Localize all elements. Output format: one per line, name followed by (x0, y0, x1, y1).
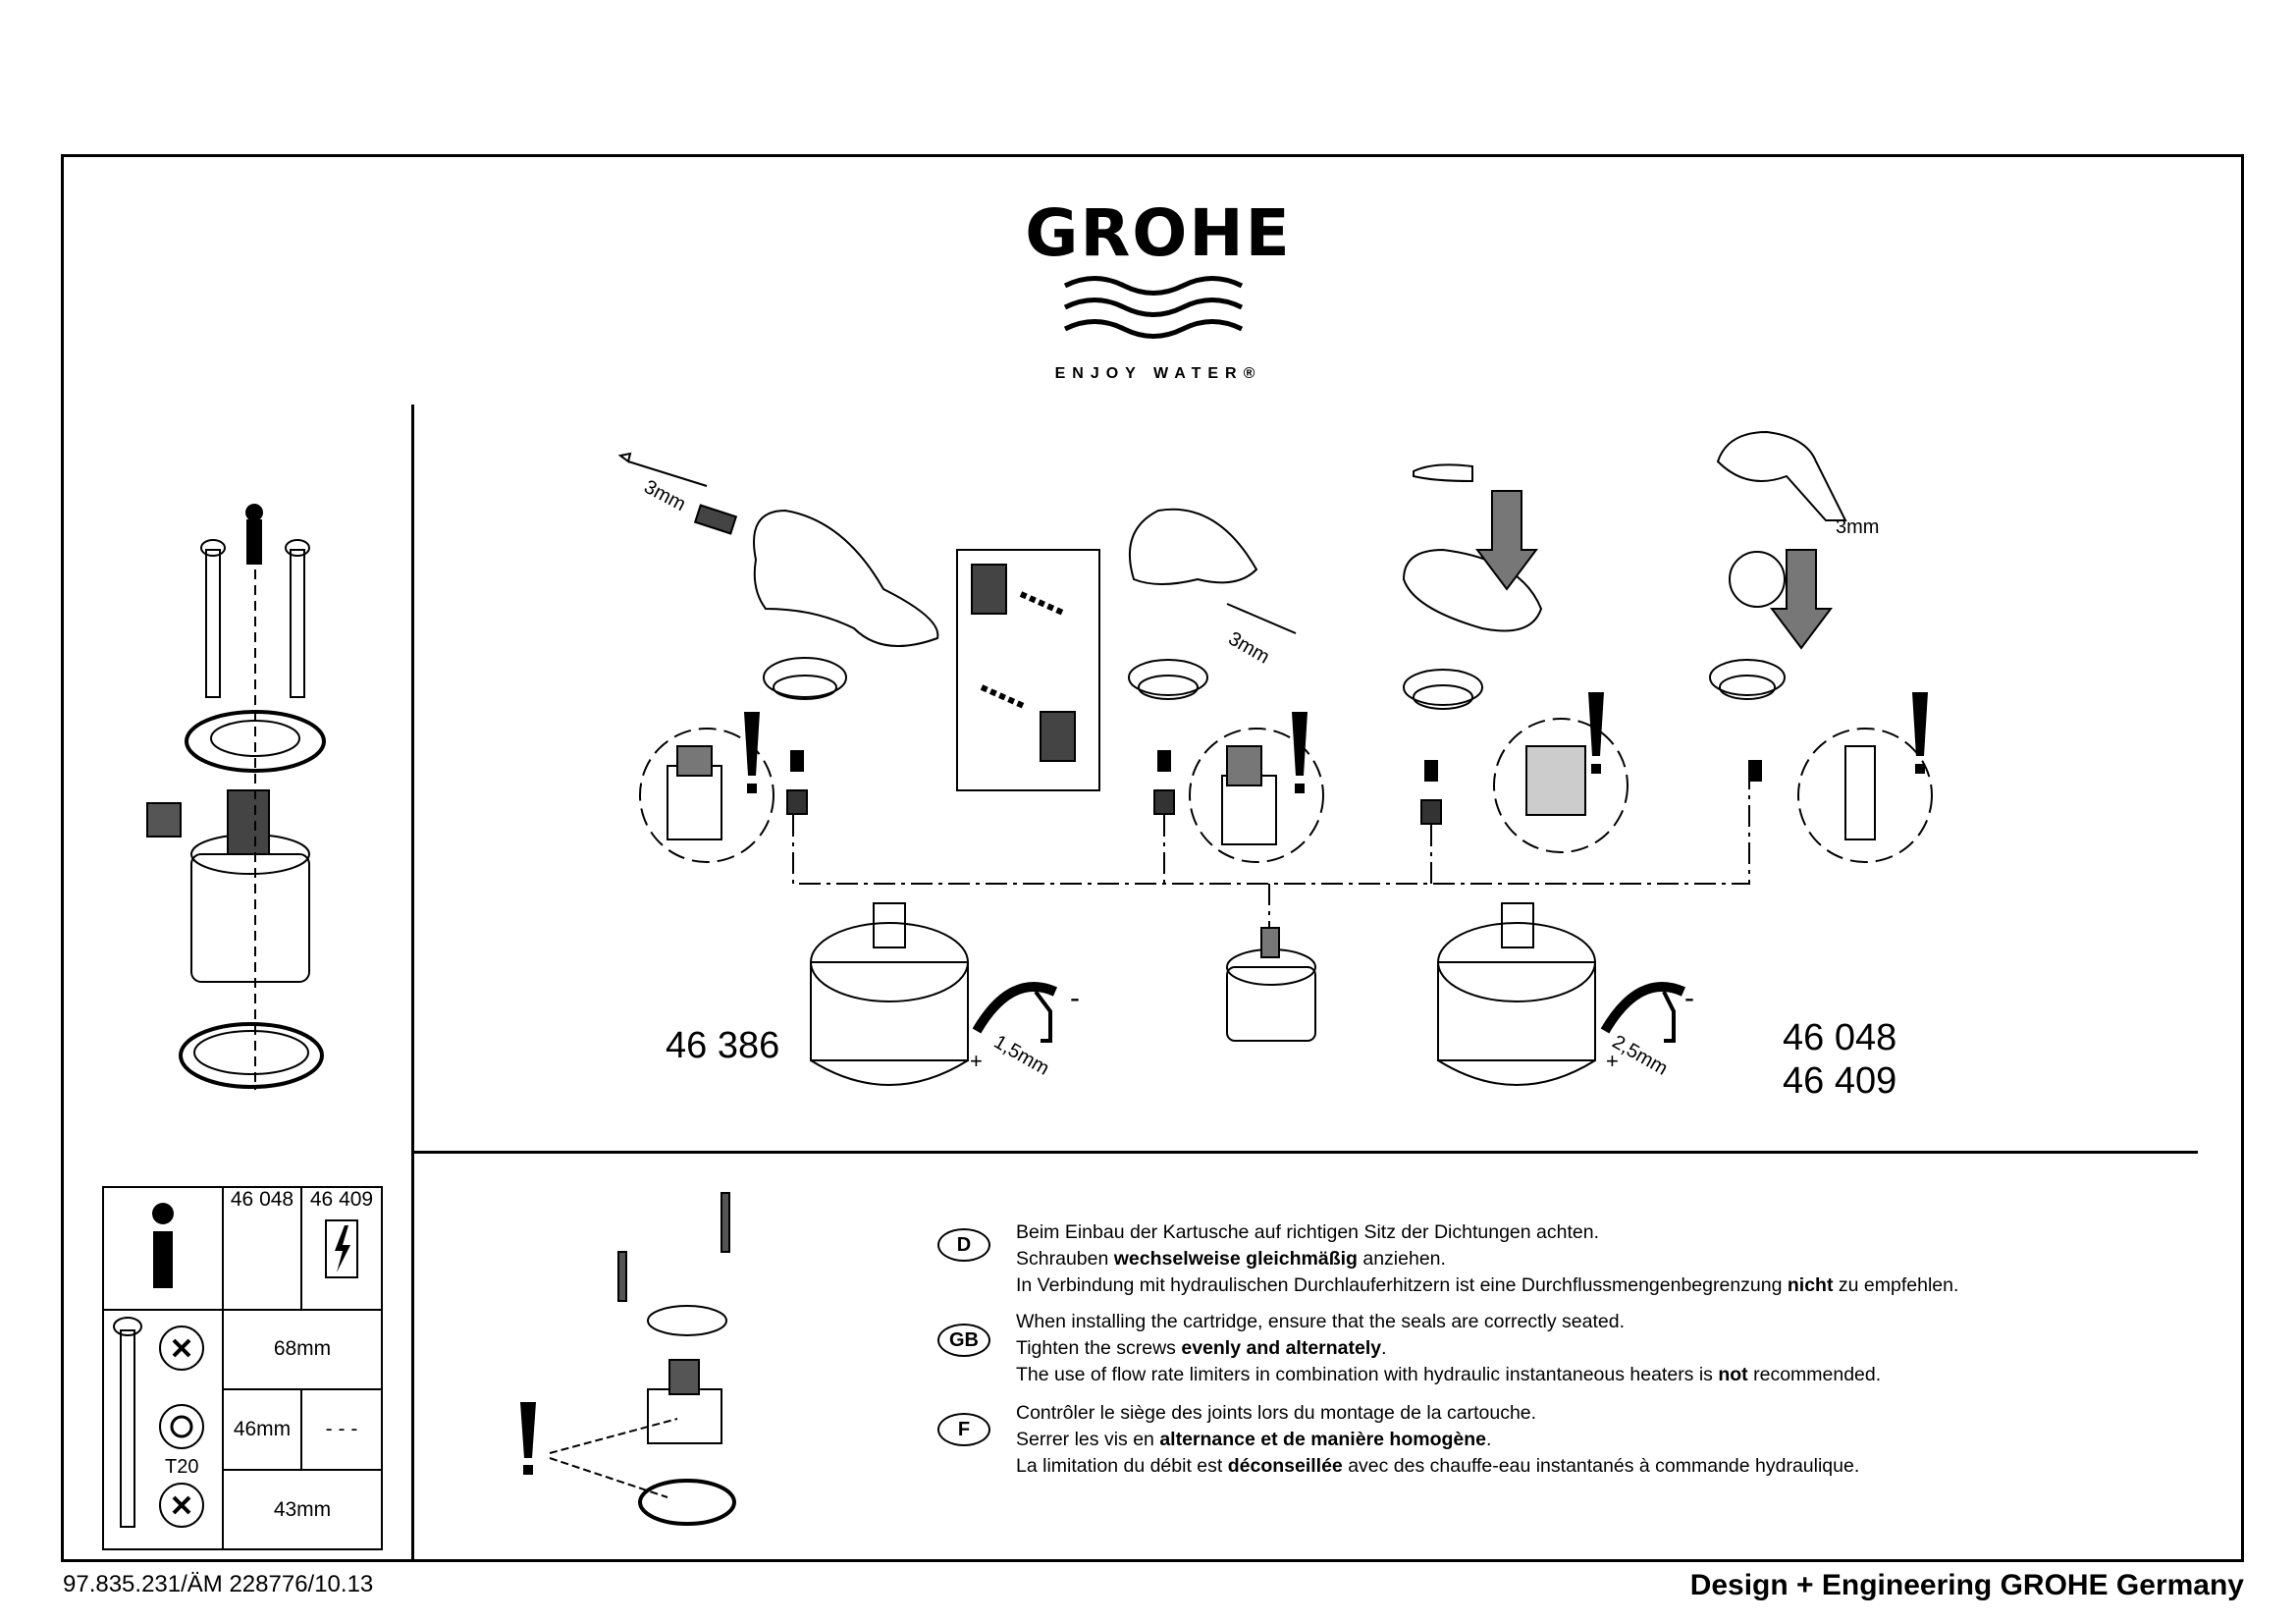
screw-length-68: 68mm (222, 1309, 383, 1390)
instruction-segment: In Verbindung mit hydraulischen Durchlau… (1016, 1274, 1788, 1296)
plus-sign: + (970, 1049, 983, 1073)
small-exploded-cartridge (549, 1192, 736, 1526)
instruction-emphasis: evenly and alternately (1181, 1337, 1382, 1359)
info-icon (152, 1202, 174, 1288)
column-header-46409: 46 409 (300, 1186, 383, 1311)
instruction-segment: La limitation du débit est (1016, 1455, 1228, 1477)
column-header-46048: 46 048 (222, 1186, 302, 1311)
instruction-text-fr: Contrôler le siège des joints lors du mo… (1016, 1400, 1859, 1480)
instruction-segment: anziehen. (1357, 1248, 1446, 1270)
instruction-line: When installing the cartridge, ensure th… (1016, 1309, 1881, 1335)
info-icon-cell (102, 1186, 224, 1311)
screw-length-43: 43mm (222, 1469, 383, 1550)
lever-variant-1 (617, 452, 939, 863)
cartridge-left (810, 902, 969, 1086)
minus-sign: - (1070, 982, 1080, 1014)
lightning-icon (325, 1219, 358, 1278)
hex-key-icon (1034, 990, 1052, 1043)
engineering-credit: Design + Engineering GROHE Germany (1689, 1569, 2244, 1601)
grohe-logo: GROHE (1011, 201, 1306, 369)
column-divider (411, 405, 414, 1562)
instruction-line: Tighten the screws evenly and alternatel… (1016, 1335, 1881, 1362)
tool-label-t20: T20 (165, 1456, 199, 1478)
rotate-arrow-right (1600, 982, 1686, 1034)
instruction-segment: . (1486, 1429, 1492, 1450)
inset-box (956, 549, 1100, 791)
lever-variant-2 (1128, 508, 1324, 863)
instruction-text-gb: When installing the cartridge, ensure th… (1016, 1309, 1881, 1388)
wave-icon (1063, 276, 1244, 339)
instruction-segment: Serrer les vis en (1016, 1429, 1160, 1450)
cartridge-number-right-1: 46 048 (1783, 1017, 1897, 1058)
cartridge-right (1437, 902, 1596, 1086)
column-header-46409-label: 46 409 (309, 1188, 374, 1211)
page-frame (61, 154, 2244, 1562)
instruction-segment: zu empfehlen. (1833, 1274, 1959, 1296)
rotate-arrow-left (972, 982, 1058, 1034)
cartridge-middle (1226, 927, 1316, 1042)
instruction-segment: recommended. (1747, 1364, 1882, 1385)
hex-key-label: 3mm (1836, 516, 1880, 538)
instruction-text-de: Beim Einbau der Kartusche auf richtigen … (1016, 1219, 1958, 1299)
lever-variant-3 (1402, 463, 1629, 853)
screw-tool-column: T20 (102, 1309, 224, 1550)
lang-badge-gb: GB (937, 1324, 990, 1357)
instruction-emphasis: not (1718, 1364, 1748, 1385)
instruction-segment: avec des chauffe-eau instantanés à comma… (1342, 1455, 1860, 1477)
lang-badge-fr: F (937, 1413, 990, 1446)
instruction-segment: Schrauben (1016, 1248, 1114, 1270)
instruction-emphasis: alternance et de manière homogène (1159, 1429, 1487, 1450)
instruction-emphasis: nicht (1787, 1274, 1834, 1296)
lever-variant-4 (1709, 430, 1933, 863)
instruction-line: Contrôler le siège des joints lors du mo… (1016, 1400, 1859, 1427)
hex-key-icon (1662, 991, 1676, 1043)
screw-length-table: 46 048 46 409 T20 68mm 46mm (102, 1186, 383, 1550)
instruction-segment: Beim Einbau der Kartusche auf richtigen … (1016, 1221, 1600, 1243)
logo-tagline: ENJOY WATER® (1054, 365, 1262, 382)
instruction-segment: The use of flow rate limiters in combina… (1016, 1364, 1719, 1385)
section-divider (411, 1151, 2198, 1154)
instruction-line: The use of flow rate limiters in combina… (1016, 1362, 1881, 1388)
instruction-segment: Tighten the screws (1016, 1337, 1182, 1359)
cartridge-number-left: 46 386 (666, 1025, 780, 1066)
instruction-emphasis: wechselweise gleichmäßig (1113, 1248, 1358, 1270)
warning-icon-group (520, 692, 1928, 1475)
left-exploded-cartridge (146, 504, 326, 1090)
instruction-line: La limitation du débit est déconseillée … (1016, 1453, 1859, 1480)
logo-wordmark: GROHE (1025, 195, 1292, 271)
cartridge-number-right-2: 46 409 (1783, 1060, 1897, 1102)
screw-length-none: - - - (300, 1387, 383, 1472)
instruction-segment: Contrôler le siège des joints lors du mo… (1016, 1402, 1537, 1424)
instruction-line: Serrer les vis en alternance et de maniè… (1016, 1427, 1859, 1453)
plus-sign: + (1606, 1049, 1619, 1073)
document-number: 97.835.231/ÄM 228776/10.13 (63, 1571, 374, 1597)
screw-length-46: 46mm (222, 1387, 302, 1472)
instruction-segment: . (1381, 1337, 1387, 1359)
minus-sign: - (1684, 982, 1694, 1014)
instruction-emphasis: déconseillée (1227, 1455, 1343, 1477)
screw-and-bits-icon (113, 1317, 204, 1528)
instruction-line: In Verbindung mit hydraulischen Durchlau… (1016, 1272, 1958, 1299)
lang-badge-de: D (937, 1228, 990, 1262)
instruction-segment: When installing the cartridge, ensure th… (1016, 1311, 1625, 1332)
instruction-line: Beim Einbau der Kartusche auf richtigen … (1016, 1219, 1958, 1246)
instruction-line: Schrauben wechselweise gleichmäßig anzie… (1016, 1246, 1958, 1272)
